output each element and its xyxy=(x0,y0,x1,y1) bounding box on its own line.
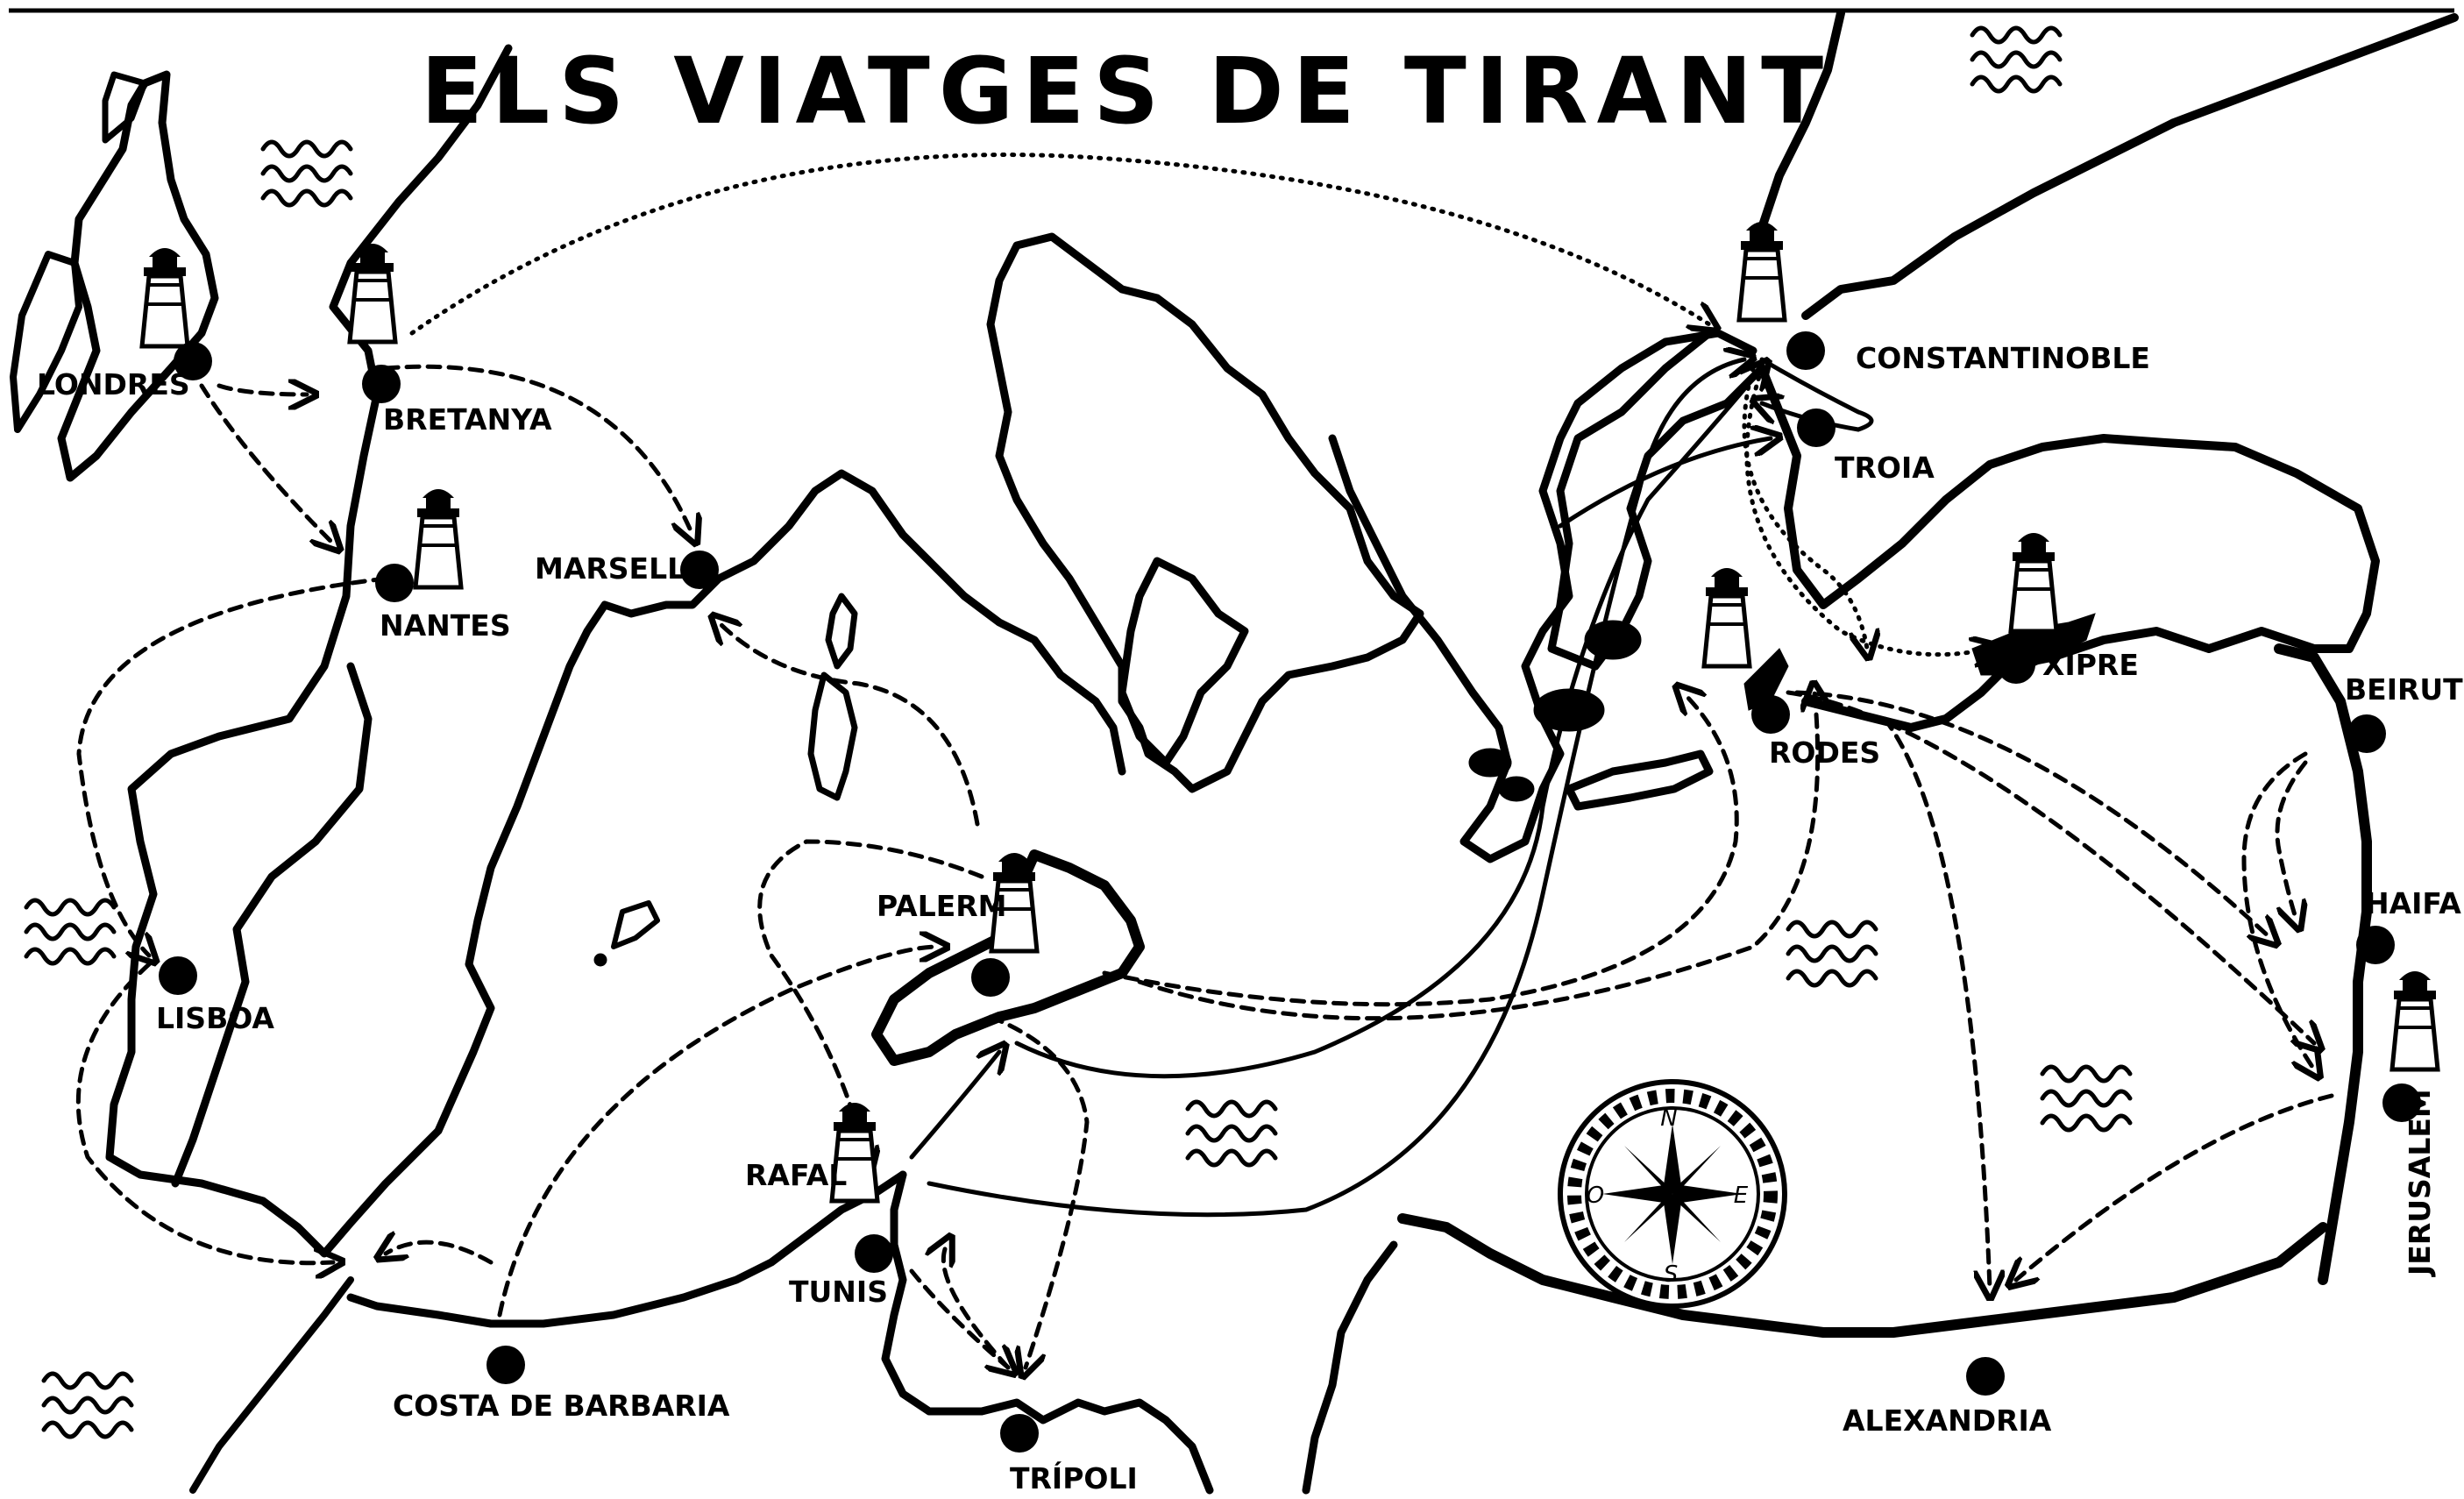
label-bretanya: BRETANYA xyxy=(383,402,552,437)
city-dot-palerm[interactable] xyxy=(971,958,1010,997)
label-beirut: BEIRUT xyxy=(2345,672,2463,707)
city-dot-haifa[interactable] xyxy=(2356,926,2395,964)
voyage-routes xyxy=(75,153,2334,1368)
label-palerm: PALERM xyxy=(877,889,1007,923)
label-tripoli: TRÍPOLI xyxy=(1010,1460,1138,1495)
label-rodes: RODES xyxy=(1769,735,1880,770)
compass-north-label: N xyxy=(1660,1105,1677,1132)
city-dot-constantinoble[interactable] xyxy=(1786,331,1825,370)
city-dot-marsella[interactable] xyxy=(680,551,719,589)
sea-waves-icon xyxy=(44,1374,131,1437)
label-costa-barbaria: COSTA DE BARBARIA xyxy=(393,1389,730,1423)
city-dot-rodes[interactable] xyxy=(1751,695,1790,734)
city-dot-lisboa[interactable] xyxy=(159,956,197,995)
label-rafal: RAFAL xyxy=(745,1158,847,1192)
lighthouse-icon xyxy=(2011,533,2056,631)
lighthouse-icon xyxy=(1704,568,1750,666)
compass-east-label: E xyxy=(1734,1183,1749,1209)
compass-rose-icon: N S E O xyxy=(1558,1079,1787,1309)
coastlines xyxy=(10,9,2459,1495)
sea-waves-icon xyxy=(1972,28,2060,91)
city-dot-alexandria[interactable] xyxy=(1966,1357,2005,1396)
label-londres: LONDRES xyxy=(37,367,190,401)
city-dot-bretanya[interactable] xyxy=(362,365,401,403)
lighthouse-icon xyxy=(1739,222,1785,320)
city-dot-troia[interactable] xyxy=(1797,408,1836,447)
city-dot-nantes[interactable] xyxy=(375,564,414,602)
city-dot-beirut[interactable] xyxy=(2347,714,2386,753)
city-labels: LONDRES BRETANYA NANTES MARSELLA LISBOA … xyxy=(37,341,2463,1495)
sea-waves-icon xyxy=(263,142,351,205)
label-lisboa: LISBOA xyxy=(156,1001,274,1035)
label-haifa: HAIFA xyxy=(2365,886,2461,920)
sea-waves-icon xyxy=(1788,922,1876,985)
label-alexandria: ALEXANDRIA xyxy=(1843,1403,2052,1438)
label-xipre: XIPRE xyxy=(2042,648,2139,682)
sea-waves-icon xyxy=(26,900,114,963)
lighthouse-icon xyxy=(2392,971,2438,1069)
lighthouse-icon xyxy=(142,248,188,346)
map-title: ELS VIATGES DE TIRANT xyxy=(421,38,1832,145)
label-nantes: NANTES xyxy=(380,608,511,643)
lighthouse-icon xyxy=(415,489,461,587)
label-marsella: MARSELLA xyxy=(535,551,708,586)
city-dot-xipre[interactable] xyxy=(1997,645,2035,684)
compass-south-label: S xyxy=(1664,1261,1679,1288)
city-dot-londres[interactable] xyxy=(174,342,212,380)
city-dot-tripoli[interactable] xyxy=(1000,1414,1039,1453)
compass-west-label: O xyxy=(1587,1183,1604,1209)
label-constantinoble: CONSTANTINOBLE xyxy=(1856,341,2150,375)
city-dot-jerusalem[interactable] xyxy=(2382,1083,2421,1122)
sea-waves-icon xyxy=(1188,1102,1275,1165)
label-tunis: TUNIS xyxy=(789,1275,888,1309)
label-jerusalem: JERUSALEM xyxy=(2403,1089,2437,1277)
city-dots xyxy=(159,331,2421,1453)
sea-waves xyxy=(26,28,2130,1437)
city-dot-costa-barbaria[interactable] xyxy=(486,1346,525,1384)
sea-waves-icon xyxy=(2042,1067,2130,1130)
city-dot-tunis[interactable] xyxy=(855,1234,893,1273)
label-troia: TROIA xyxy=(1835,451,1935,485)
